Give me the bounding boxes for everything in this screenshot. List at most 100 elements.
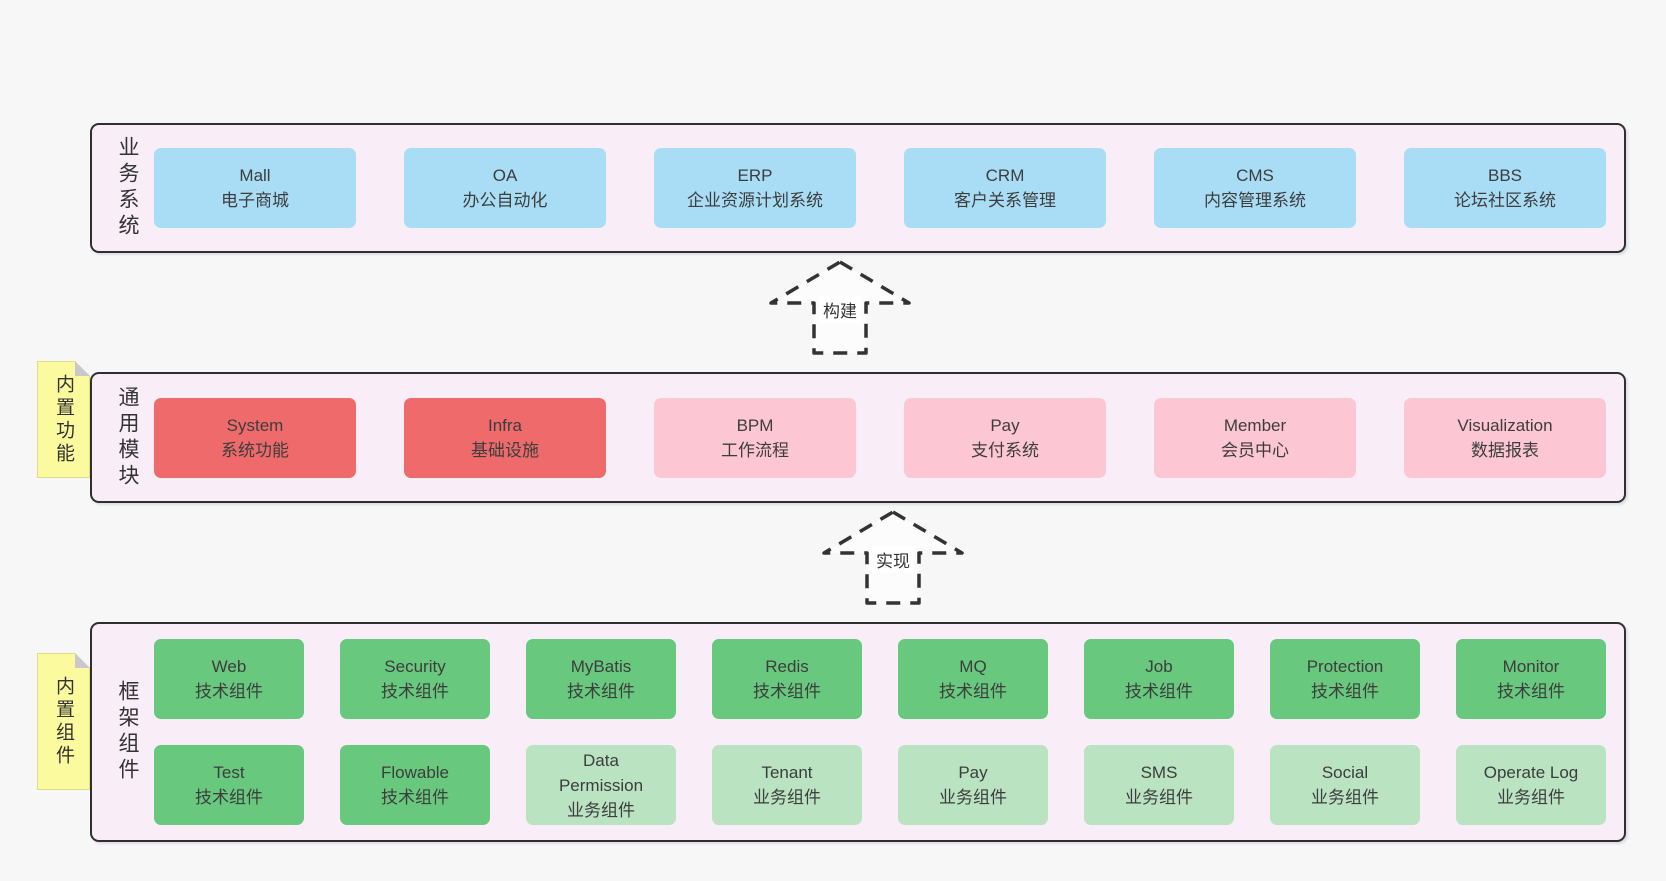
components-box-row-1: Web 技术组件 Security 技术组件 MyBatis 技术组件 Redi… bbox=[154, 639, 1606, 719]
layer-framework-components: 框架组件 Web 技术组件 Security 技术组件 MyBatis 技术组件… bbox=[90, 622, 1626, 842]
arrow-build: 构建 bbox=[765, 256, 915, 356]
node-name: OA bbox=[492, 166, 518, 185]
node-name: Flowable bbox=[380, 763, 450, 782]
node-desc: 业务组件 bbox=[567, 800, 635, 820]
node-desc: 基础设施 bbox=[471, 440, 539, 460]
node-cms: CMS 内容管理系统 bbox=[1154, 148, 1356, 228]
node-desc: 业务组件 bbox=[753, 788, 821, 807]
node-protection: Protection 技术组件 bbox=[1270, 639, 1420, 719]
node-bpm: BPM 工作流程 bbox=[654, 397, 856, 478]
node-desc: 工作流程 bbox=[721, 440, 789, 460]
node-infra: Infra 基础设施 bbox=[404, 397, 606, 478]
node-name: Web bbox=[211, 657, 247, 676]
node-bbs: BBS 论坛社区系统 bbox=[1404, 148, 1606, 228]
node-desc: 论坛社区系统 bbox=[1454, 191, 1556, 210]
node-flowable: Flowable 技术组件 bbox=[340, 745, 490, 825]
node-data-permission: Data Permission 业务组件 bbox=[526, 745, 676, 825]
node-name: ERP bbox=[737, 166, 773, 185]
node-name: Tenant bbox=[761, 763, 813, 782]
components-box-row-2: Test 技术组件 Flowable 技术组件 Data Permission … bbox=[154, 745, 1606, 825]
node-desc: 技术组件 bbox=[753, 682, 821, 701]
node-crm: CRM 客户关系管理 bbox=[904, 148, 1106, 228]
node-desc: 企业资源计划系统 bbox=[687, 191, 823, 210]
arrow-label: 实现 bbox=[872, 546, 914, 573]
node-desc: 系统功能 bbox=[221, 440, 289, 460]
layer-label-business: 业务系统 bbox=[116, 136, 139, 240]
sticky-note-builtin-components: 内置组件 bbox=[37, 653, 90, 790]
components-rows: Web 技术组件 Security 技术组件 MyBatis 技术组件 Redi… bbox=[154, 639, 1606, 825]
layer-label-components: 框架组件 bbox=[116, 680, 139, 784]
node-name: Test bbox=[213, 763, 245, 782]
sticky-label: 内置组件 bbox=[53, 675, 74, 768]
node-desc: 技术组件 bbox=[1311, 682, 1379, 701]
node-web: Web 技术组件 bbox=[154, 639, 304, 719]
node-desc: 技术组件 bbox=[567, 682, 635, 701]
node-desc: 技术组件 bbox=[195, 682, 263, 701]
business-box-row: Mall 电子商城 OA 办公自动化 ERP 企业资源计划系统 CRM 客户关系… bbox=[154, 148, 1606, 228]
node-name: SMS bbox=[1140, 763, 1178, 782]
node-mall: Mall 电子商城 bbox=[154, 148, 356, 228]
node-desc: 数据报表 bbox=[1471, 440, 1539, 460]
node-name: Security bbox=[384, 657, 446, 676]
node-redis: Redis 技术组件 bbox=[712, 639, 862, 719]
node-name: Job bbox=[1145, 657, 1173, 676]
sticky-note-builtin-features: 内置功能 bbox=[37, 361, 90, 478]
node-desc: 客户关系管理 bbox=[954, 191, 1056, 210]
node-mybatis: MyBatis 技术组件 bbox=[526, 639, 676, 719]
node-name: Data Permission bbox=[558, 750, 644, 795]
node-social: Social 业务组件 bbox=[1270, 745, 1420, 825]
node-member: Member 会员中心 bbox=[1154, 397, 1356, 478]
node-erp: ERP 企业资源计划系统 bbox=[654, 148, 856, 228]
node-name: System bbox=[226, 415, 284, 435]
node-name: Visualization bbox=[1457, 415, 1553, 435]
node-desc: 技术组件 bbox=[381, 682, 449, 701]
layer-business-systems: 业务系统 Mall 电子商城 OA 办公自动化 ERP 企业资源计划系统 CRM… bbox=[90, 123, 1626, 253]
node-desc: 技术组件 bbox=[1497, 682, 1565, 701]
node-name: CRM bbox=[985, 166, 1025, 185]
node-name: CMS bbox=[1236, 166, 1274, 185]
node-name: Member bbox=[1223, 415, 1287, 435]
node-name: Protection bbox=[1306, 657, 1384, 676]
node-system: System 系统功能 bbox=[154, 397, 356, 478]
node-name: Pay bbox=[958, 763, 988, 782]
node-desc: 电子商城 bbox=[221, 191, 289, 210]
layer-common-modules: 通用模块 System 系统功能 Infra 基础设施 BPM 工作流程 Pay… bbox=[90, 372, 1626, 503]
node-mq: MQ 技术组件 bbox=[898, 639, 1048, 719]
layer-label-modules: 通用模块 bbox=[116, 385, 139, 490]
node-desc: 办公自动化 bbox=[462, 191, 548, 210]
node-desc: 技术组件 bbox=[939, 682, 1007, 701]
node-name: Infra bbox=[487, 415, 523, 435]
node-name: MQ bbox=[959, 657, 987, 676]
node-desc: 业务组件 bbox=[939, 788, 1007, 807]
node-name: Redis bbox=[765, 657, 809, 676]
node-monitor: Monitor 技术组件 bbox=[1456, 639, 1606, 719]
node-tenant: Tenant 业务组件 bbox=[712, 745, 862, 825]
node-desc: 技术组件 bbox=[195, 788, 263, 807]
node-sms: SMS 业务组件 bbox=[1084, 745, 1234, 825]
node-desc: 业务组件 bbox=[1125, 788, 1193, 807]
node-desc: 业务组件 bbox=[1497, 788, 1565, 807]
node-desc: 支付系统 bbox=[971, 440, 1039, 460]
arrow-label: 构建 bbox=[819, 296, 861, 323]
node-oa: OA 办公自动化 bbox=[404, 148, 606, 228]
node-job: Job 技术组件 bbox=[1084, 639, 1234, 719]
node-name: Operate Log bbox=[1483, 763, 1579, 782]
node-desc: 内容管理系统 bbox=[1204, 191, 1306, 210]
node-security: Security 技术组件 bbox=[340, 639, 490, 719]
node-name: Social bbox=[1321, 763, 1369, 782]
node-desc: 技术组件 bbox=[381, 788, 449, 807]
node-operate-log: Operate Log 业务组件 bbox=[1456, 745, 1606, 825]
node-name: BBS bbox=[1487, 166, 1523, 185]
node-pay-system: Pay 支付系统 bbox=[904, 397, 1106, 478]
modules-box-row: System 系统功能 Infra 基础设施 BPM 工作流程 Pay 支付系统… bbox=[154, 397, 1606, 478]
node-desc: 会员中心 bbox=[1221, 440, 1289, 460]
node-desc: 业务组件 bbox=[1311, 788, 1379, 807]
arrow-implement: 实现 bbox=[818, 506, 968, 606]
node-name: Pay bbox=[990, 415, 1020, 435]
sticky-label: 内置功能 bbox=[53, 373, 74, 466]
node-name: BPM bbox=[736, 415, 774, 435]
node-name: Mall bbox=[239, 166, 271, 185]
node-name: MyBatis bbox=[570, 657, 632, 676]
node-test: Test 技术组件 bbox=[154, 745, 304, 825]
